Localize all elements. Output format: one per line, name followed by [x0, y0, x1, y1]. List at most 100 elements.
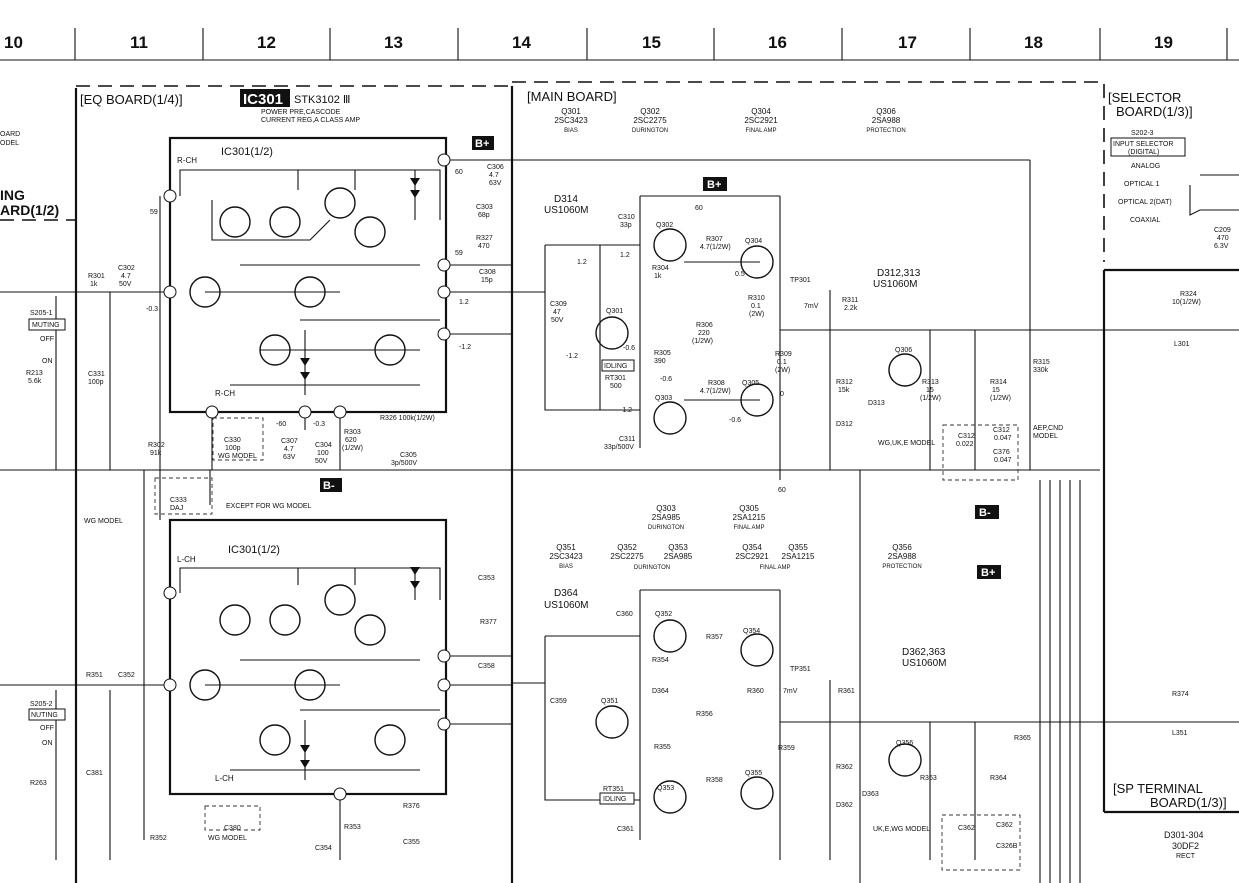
svg-text:Q302: Q302: [656, 222, 673, 229]
svg-text:B-: B-: [323, 480, 335, 492]
svg-text:2SA1215: 2SA1215: [782, 552, 815, 561]
svg-text:US1060M: US1060M: [544, 600, 588, 611]
svg-text:B-: B-: [979, 507, 991, 519]
svg-text:63V: 63V: [283, 454, 296, 461]
svg-text:Q301: Q301: [561, 107, 581, 116]
svg-text:Q353: Q353: [668, 543, 688, 552]
left-ard-label: ARD(1/2): [0, 202, 59, 218]
svg-text:C362: C362: [996, 822, 1013, 829]
svg-text:470: 470: [1217, 235, 1229, 242]
svg-text:R304: R304: [652, 265, 669, 272]
svg-text:2SA1215: 2SA1215: [733, 513, 766, 522]
ic-pins: [163, 153, 451, 801]
svg-text:DURINGTON: DURINGTON: [632, 128, 668, 134]
svg-text:C326B: C326B: [996, 843, 1018, 850]
sp-terminal-board: [SP TERMINAL BOARD(1/3)] D301-304 30DF2 …: [1113, 781, 1227, 860]
grid-label-14: 14: [512, 33, 531, 52]
lch-label-bot: L-CH: [215, 774, 234, 783]
eq-board-title: [EQ BOARD(1/4)]: [80, 92, 183, 107]
svg-text:(2W): (2W): [775, 367, 790, 374]
ic301-r-label: IC301(1/2): [221, 146, 273, 158]
svg-text:4.7: 4.7: [284, 446, 294, 453]
svg-text:R360: R360: [747, 688, 764, 695]
svg-text:R311: R311: [842, 297, 858, 304]
svg-text:C305: C305: [400, 452, 417, 459]
grid-label-19: 19: [1154, 33, 1173, 52]
svg-text:50V: 50V: [315, 458, 328, 465]
svg-text:D364: D364: [652, 688, 669, 695]
svg-text:2SA988: 2SA988: [888, 552, 917, 561]
svg-text:Q351: Q351: [556, 543, 576, 552]
svg-text:C358: C358: [478, 663, 495, 670]
svg-text:Q353: Q353: [657, 785, 674, 792]
svg-text:S202-3: S202-3: [1131, 130, 1154, 137]
svg-text:C352: C352: [118, 672, 135, 679]
svg-text:(1/2W): (1/2W): [990, 395, 1011, 402]
svg-text:4.7(1/2W): 4.7(1/2W): [700, 244, 731, 251]
left-board-label: OARD: [0, 131, 20, 138]
svg-text:BOARD(1/3)]: BOARD(1/3)]: [1150, 795, 1227, 810]
svg-text:C360: C360: [616, 611, 633, 618]
svg-text:DAJ: DAJ: [170, 505, 183, 512]
svg-text:WG MODEL: WG MODEL: [218, 453, 257, 460]
left-ing-label: ING: [0, 187, 25, 203]
svg-text:R315: R315: [1033, 359, 1050, 366]
svg-text:[SELECTOR: [SELECTOR: [1108, 90, 1181, 105]
selector-board: [SELECTOR BOARD(1/3)] S202-3 INPUT SELEC…: [1108, 90, 1239, 250]
svg-text:RT351: RT351: [603, 786, 624, 793]
svg-text:Q305: Q305: [739, 504, 759, 513]
svg-text:-1.2: -1.2: [620, 407, 632, 414]
svg-text:S205-1: S205-1: [30, 310, 53, 317]
svg-text:R324: R324: [1180, 291, 1197, 298]
svg-text:FINAL AMP: FINAL AMP: [733, 525, 764, 531]
svg-text:R376: R376: [403, 803, 420, 810]
svg-text:-0.6: -0.6: [729, 417, 741, 424]
svg-text:0.1: 0.1: [777, 359, 787, 366]
svg-text:0.1: 0.1: [751, 303, 761, 310]
svg-text:6.3V: 6.3V: [1214, 243, 1229, 250]
svg-text:(1/2W): (1/2W): [692, 338, 713, 345]
ic-r-transistors: [189, 187, 406, 756]
svg-text:OPTICAL 2(DAT): OPTICAL 2(DAT): [1118, 199, 1172, 206]
svg-text:C304: C304: [315, 442, 332, 449]
svg-text:0.5: 0.5: [735, 271, 745, 278]
svg-text:OFF: OFF: [40, 725, 54, 732]
svg-text:BIAS: BIAS: [564, 128, 578, 134]
svg-text:TP301: TP301: [790, 277, 811, 284]
svg-text:WG,UK,E MODEL: WG,UK,E MODEL: [878, 440, 935, 447]
svg-text:R374: R374: [1172, 691, 1189, 698]
svg-text:PROTECTION: PROTECTION: [882, 564, 921, 570]
svg-text:D312,313: D312,313: [877, 268, 921, 279]
main-board-wiring: [512, 159, 1239, 883]
svg-text:-1.2: -1.2: [459, 344, 471, 351]
svg-text:C311: C311: [619, 436, 635, 443]
svg-text:D312: D312: [836, 421, 853, 428]
svg-text:0.022: 0.022: [956, 441, 974, 448]
svg-text:R352: R352: [150, 835, 167, 842]
svg-text:D362: D362: [836, 802, 853, 809]
svg-text:15: 15: [926, 387, 934, 394]
svg-text:B+: B+: [981, 567, 995, 579]
grid-label-16: 16: [768, 33, 787, 52]
svg-text:R361: R361: [838, 688, 855, 695]
svg-text:R364: R364: [990, 775, 1007, 782]
svg-text:D363: D363: [862, 791, 879, 798]
svg-text:L351: L351: [1172, 730, 1188, 737]
svg-text:100: 100: [317, 450, 329, 457]
svg-text:R354: R354: [652, 657, 669, 664]
svg-text:500: 500: [610, 383, 622, 390]
grid-label-18: 18: [1024, 33, 1043, 52]
svg-text:R307: R307: [706, 236, 723, 243]
grid-label-17: 17: [898, 33, 917, 52]
grid-label-10: 10: [4, 33, 23, 52]
svg-text:4.7(1/2W): 4.7(1/2W): [700, 388, 731, 395]
svg-text:Q303: Q303: [655, 395, 672, 402]
svg-text:WG MODEL: WG MODEL: [208, 835, 247, 842]
svg-text:2SA988: 2SA988: [872, 116, 901, 125]
svg-text:C209: C209: [1214, 227, 1231, 234]
svg-text:C330: C330: [224, 437, 241, 444]
svg-text:B+: B+: [707, 179, 721, 191]
svg-text:PROTECTION: PROTECTION: [866, 128, 905, 134]
svg-text:RT301: RT301: [605, 375, 626, 382]
ic301-r-box: [168, 136, 448, 414]
